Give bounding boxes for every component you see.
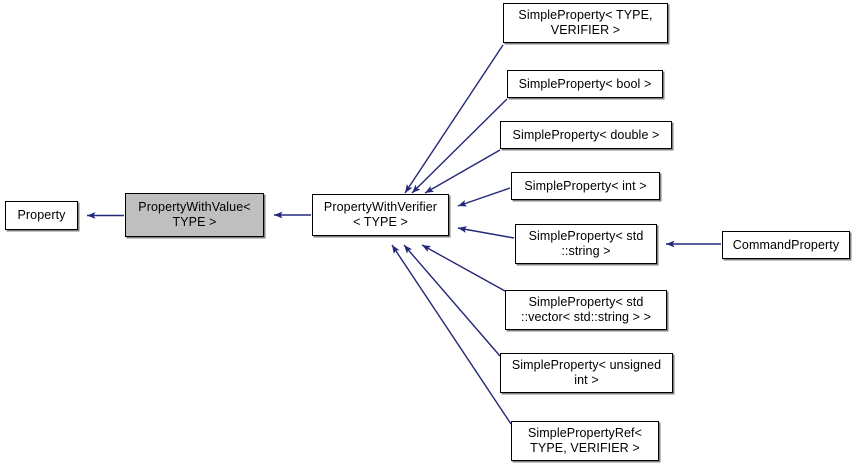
node-simple-property-string-label: SimpleProperty< std ::string > [528, 229, 644, 258]
node-simple-property-int-label: SimpleProperty< int > [524, 178, 647, 193]
node-simple-property-vector-string[interactable]: SimpleProperty< std ::vector< std::strin… [505, 290, 667, 330]
edge-simple-property-type-verifier-to-property-with-verifier [404, 44, 504, 194]
node-property-with-verifier-label: PropertyWithVerifier < TYPE > [323, 200, 438, 229]
node-simple-property-type-verifier[interactable]: SimpleProperty< TYPE, VERIFIER > [503, 3, 668, 43]
node-simple-property-vector-string-label: SimpleProperty< std ::vector< std::strin… [521, 295, 651, 324]
edge-simple-property-string-to-property-with-verifier [457, 226, 515, 239]
edge-simple-property-vector-string-to-property-with-verifier [421, 244, 506, 292]
edge-simple-property-bool-to-property-with-verifier [411, 98, 508, 194]
node-command-property-label: CommandProperty [732, 237, 840, 252]
edge-simple-property-double-to-property-with-verifier [424, 149, 501, 194]
node-simple-property-type-verifier-label: SimpleProperty< TYPE, VERIFIER > [518, 8, 653, 37]
node-property-with-verifier[interactable]: PropertyWithVerifier < TYPE > [312, 194, 449, 236]
node-simple-property-double-label: SimpleProperty< double > [512, 127, 660, 142]
edge-simple-property-unsigned-int-to-property-with-verifier [403, 244, 501, 357]
node-property-label: Property [17, 208, 66, 222]
node-property-with-value-label: PropertyWithValue< TYPE > [138, 200, 251, 229]
node-simple-property-ref-label: SimplePropertyRef< TYPE, VERIFIER > [527, 426, 642, 455]
node-simple-property-ref[interactable]: SimplePropertyRef< TYPE, VERIFIER > [511, 421, 659, 461]
node-property[interactable]: Property [5, 201, 78, 230]
edge-simple-property-int-to-property-with-verifier [457, 187, 511, 207]
node-simple-property-unsigned-int-label: SimpleProperty< unsigned int > [511, 358, 662, 387]
edge-simple-property-ref-to-property-with-verifier [391, 244, 512, 425]
node-simple-property-unsigned-int[interactable]: SimpleProperty< unsigned int > [500, 353, 673, 393]
node-simple-property-string[interactable]: SimpleProperty< std ::string > [515, 224, 657, 264]
node-property-with-value[interactable]: PropertyWithValue< TYPE > [125, 193, 264, 237]
node-simple-property-bool-label: SimpleProperty< bool > [518, 76, 652, 91]
node-simple-property-double[interactable]: SimpleProperty< double > [500, 121, 672, 149]
node-simple-property-bool[interactable]: SimpleProperty< bool > [507, 70, 663, 98]
node-simple-property-int[interactable]: SimpleProperty< int > [511, 172, 660, 200]
node-command-property[interactable]: CommandProperty [722, 231, 850, 259]
